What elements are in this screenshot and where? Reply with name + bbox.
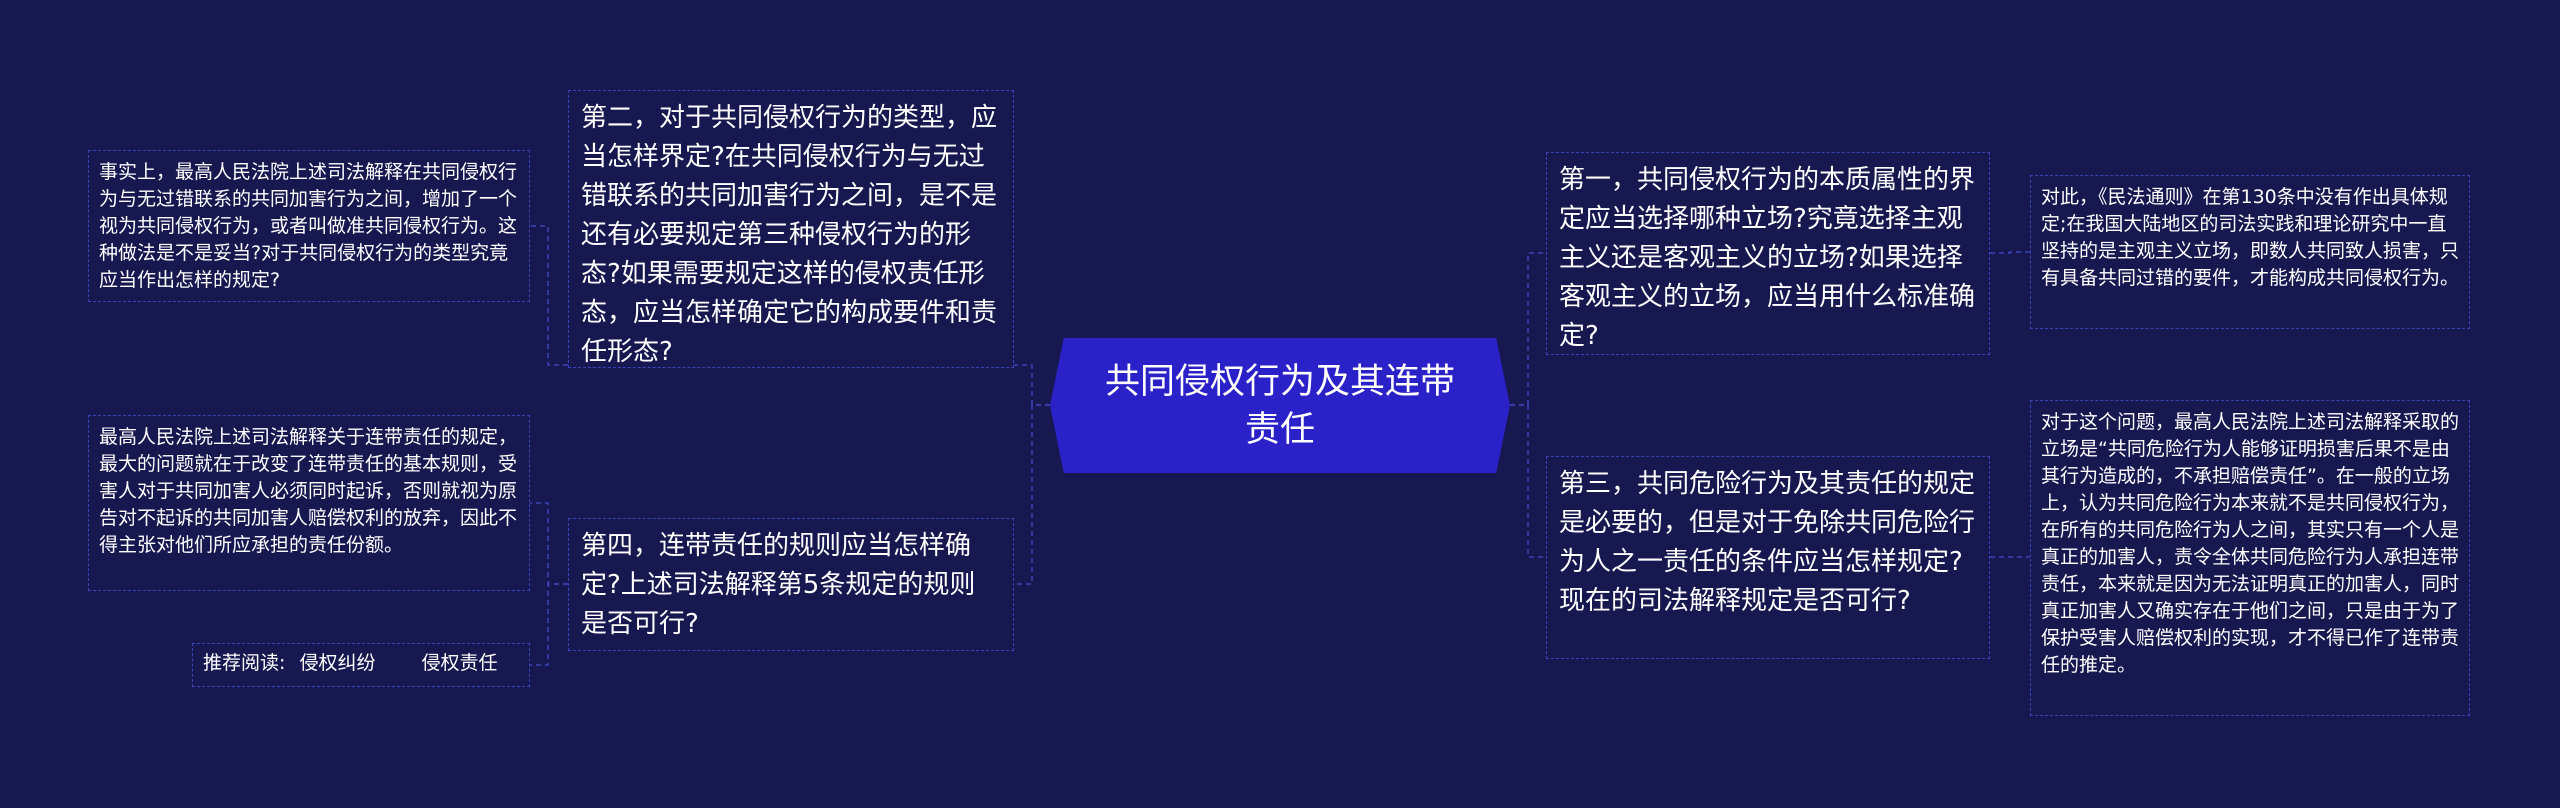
center-topic-label: 共同侵权行为及其连带责任 <box>1104 361 1455 450</box>
connector-branch-2-to-leaf-1 <box>530 225 568 366</box>
recommend-label: 推荐阅读: 侵权纠纷 <box>203 652 376 674</box>
leaf-civil-law-principles[interactable]: 对此，《民法通则》在第130条中没有作出具体规定;在我国大陆地区的司法实践和理论… <box>2030 175 2470 329</box>
leaf-joint-liability-rule-text: 最高人民法院上述司法解释关于连带责任的规定，最大的问题就在于改变了连带责任的基本… <box>99 426 518 556</box>
branch-second-question[interactable]: 第二，对于共同侵权行为的类型，应当怎样界定?在共同侵权行为与无过错联系的共同加害… <box>568 90 1014 368</box>
connector-center-to-branch-2 <box>1014 364 1050 406</box>
branch-third-text: 第三，共同危险行为及其责任的规定是必要的，但是对于免除共同危险行为人之一责任的条… <box>1559 469 1976 616</box>
connector-center-to-branch-3 <box>1510 404 1546 558</box>
branch-fourth-text: 第四，连带责任的规则应当怎样确定?上述司法解释第5条规定的规则是否可行? <box>581 531 976 639</box>
branch-third-question[interactable]: 第三，共同危险行为及其责任的规定是必要的，但是对于免除共同危险行为人之一责任的条… <box>1546 456 1990 659</box>
center-topic[interactable]: 共同侵权行为及其连带责任 <box>1050 338 1510 473</box>
leaf-joint-danger-position-text: 对于这个问题，最高人民法院上述司法解释采取的立场是“共同危险行为人能够证明损害后… <box>2041 411 2460 676</box>
branch-first-text: 第一，共同侵权行为的本质属性的界定应当选择哪种立场?究竟选择主观主义还是客观主义… <box>1559 165 1976 351</box>
connector-center-to-branch-1 <box>1510 252 1546 406</box>
leaf-quasi-joint-tort[interactable]: 事实上，最高人民法院上述司法解释在共同侵权行为与无过错联系的共同加害行为之间，增… <box>88 150 530 302</box>
recommend-link-tort-liability[interactable]: 侵权责任 <box>421 652 498 674</box>
recommend-link-tort-dispute[interactable]: 侵权纠纷 <box>299 652 376 674</box>
leaf-quasi-joint-tort-text: 事实上，最高人民法院上述司法解释在共同侵权行为与无过错联系的共同加害行为之间，增… <box>99 161 518 291</box>
recommend-reading: 推荐阅读: 侵权纠纷 侵权责任 <box>192 643 530 687</box>
leaf-joint-danger-position[interactable]: 对于这个问题，最高人民法院上述司法解释采取的立场是“共同危险行为人能够证明损害后… <box>2030 400 2470 716</box>
branch-first-question[interactable]: 第一，共同侵权行为的本质属性的界定应当选择哪种立场?究竟选择主观主义还是客观主义… <box>1546 152 1990 355</box>
branch-fourth-question[interactable]: 第四，连带责任的规则应当怎样确定?上述司法解释第5条规定的规则是否可行? <box>568 518 1014 651</box>
connector-center-to-branch-4 <box>1014 404 1050 585</box>
connector-branch-1-to-leaf-3 <box>1990 251 2030 254</box>
leaf-civil-law-principles-text: 对此，《民法通则》在第130条中没有作出具体规定;在我国大陆地区的司法实践和理论… <box>2041 186 2460 289</box>
branch-second-text: 第二，对于共同侵权行为的类型，应当怎样界定?在共同侵权行为与无过错联系的共同加害… <box>581 103 998 367</box>
connector-branch-4-to-leaf-2 <box>530 502 568 585</box>
leaf-joint-liability-rule[interactable]: 最高人民法院上述司法解释关于连带责任的规定，最大的问题就在于改变了连带责任的基本… <box>88 415 530 591</box>
connector-branch-4-to-recommend <box>530 583 568 666</box>
